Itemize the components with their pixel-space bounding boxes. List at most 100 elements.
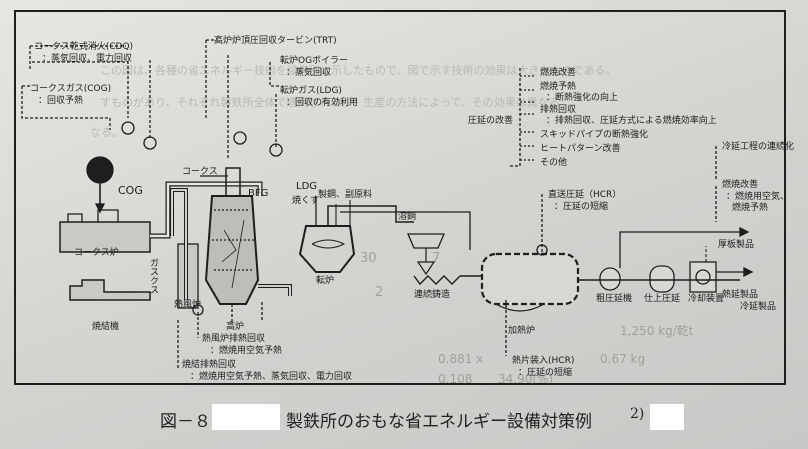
hcr-bottom-sub-label: ：圧延の短縮: [518, 368, 573, 378]
cog-recovery-sub-label: ：回収予熱: [38, 96, 84, 106]
ldg-gas-sub-label: ：回収の有効利用: [286, 98, 359, 108]
rm-7-label: ヒートパターン改善: [540, 144, 621, 154]
trt-label: 高炉炉頂圧回収タービン(TRT): [214, 36, 337, 46]
rm-5-label: ：排熱回収、圧延方式による燃焼効率向上: [546, 116, 717, 126]
plate-product-label: 厚板製品: [718, 240, 755, 250]
finishing-mill-shape: [649, 265, 675, 293]
quicklime-line: [335, 200, 351, 226]
finishing-mill-label: 仕上圧延: [644, 294, 681, 304]
bg-num-6: 0.67 kg: [600, 352, 646, 366]
bg-text-3: なる。: [90, 126, 123, 139]
cdq-sub-label: ：蒸気回収、電力回収: [42, 54, 133, 64]
ladle-shape: [407, 233, 445, 249]
hcr-bottom-label: 熱片装入(HCR): [512, 356, 575, 366]
cdq-node: [121, 121, 135, 135]
blast-furnace-label: 高炉: [226, 322, 245, 332]
rolling-measures-label: 圧延の改善: [468, 116, 514, 126]
bg-text-2: すものがあり、それぞれ製鉄所全体で適用されるが、生産の方法によって、その効果は異…: [100, 96, 560, 109]
coke-label: コークス: [182, 167, 218, 177]
coal-hopper-icon: [86, 156, 114, 184]
coke-oven-label: コークス炉: [74, 248, 119, 258]
hcr-node: [536, 244, 548, 256]
ldg-boiler-sub-label: ：蒸気回収: [286, 68, 332, 78]
molten-steel-line: [340, 211, 471, 250]
rm-8-label: その他: [540, 158, 568, 168]
rolling-bracket: [508, 68, 521, 167]
diagram-frame: [14, 10, 786, 385]
rm-6-label: スキッドパイプの断熱強化: [540, 130, 649, 140]
continuous-casting-label: 連続鋳造: [414, 290, 451, 300]
rough-mill-label: 粗圧延機: [596, 294, 633, 304]
right-top-label: 冷延工程の連続化: [722, 142, 795, 152]
caption-blank-box: [212, 404, 280, 430]
cdq-leader: [32, 61, 129, 118]
steelmaking-label: 製鋼、副原料: [318, 190, 373, 200]
coke-oven-shape: [59, 221, 151, 253]
sinter-machine-shape: [69, 279, 151, 301]
cog-node: [143, 136, 157, 150]
strip-product-label: 熱延製品: [722, 290, 759, 300]
reheating-furnace-label: 加熱炉: [508, 326, 536, 336]
blast-furnace-shape: [204, 195, 260, 305]
bg-num-2: 7: [432, 251, 441, 266]
figure-number: 図－８: [160, 412, 211, 432]
bfg-out-pipe: [258, 284, 292, 296]
ldg-boiler-leader: [269, 62, 280, 148]
figure-title: 製鉄所のおもな省エネルギー設備対策例: [286, 412, 592, 432]
bg-text-1: この図は、各種の省エネルギー技術を設備別に示したもので、図で示す技術の効果は大き…: [100, 64, 617, 77]
raw-material-label: ガスクス: [148, 258, 158, 294]
cog-label: COG: [118, 184, 143, 197]
hot-stove-node: [192, 304, 204, 316]
ldg-node: [269, 143, 283, 157]
ldg-gas-label: 転炉ガス(LDG): [280, 86, 342, 96]
cog-callout: [21, 85, 110, 119]
trt-leader: [205, 39, 218, 90]
converter-shape: [298, 225, 356, 273]
rm-2-label: 燃焼予熱: [540, 82, 577, 92]
rm-4-label: 排熱回収: [540, 105, 577, 115]
caster-zigzag: [413, 275, 461, 286]
reference-blank-box: [650, 404, 684, 430]
bg-num-7: 0.108: [438, 372, 473, 386]
bg-num-3: 2: [375, 285, 384, 300]
ldg-label: LDG: [296, 181, 318, 192]
bg-num-4: 1,250 kg/乾t: [620, 324, 694, 338]
quicklime-label: 焼くす: [292, 196, 320, 206]
bg-num-5: 0.881 x: [438, 352, 484, 366]
bfg-label: BFG: [248, 188, 269, 199]
bf-top-pipe: [225, 167, 241, 196]
hcr-top-sub-label: ：圧延の短縮: [554, 202, 609, 212]
cooling-shape: [689, 261, 717, 293]
sinter-recovery-sub-label: ：燃焼用空気予熱、蒸気回収、電力回収: [190, 372, 353, 382]
reheating-furnace-shape: [480, 252, 580, 306]
converter-label: 転炉: [316, 276, 335, 286]
hot-stove-label: 熱風炉: [174, 300, 202, 310]
hot-stove-recovery-sub-label: ：燃焼用空気予熱: [210, 346, 283, 356]
bg-num-8: 34.90(%): [498, 372, 554, 386]
right-mid-sub2-label: 燃焼予熱: [732, 203, 769, 213]
sinter-machine-label: 焼結機: [92, 322, 120, 332]
plate-product-line: [619, 231, 740, 268]
trt-node: [233, 131, 247, 145]
rough-mill-shape: [599, 267, 621, 291]
ldg-boiler-label: 転炉OGボイラー: [280, 56, 349, 66]
cog-leader: [109, 60, 151, 140]
molten-steel-label: 溶鋼: [398, 212, 417, 222]
cdq-callout: [29, 45, 126, 70]
ldg-pipe: [327, 205, 414, 226]
hot-stove-recovery-label: 熱風炉排熱回収: [202, 334, 266, 344]
bg-num-1: 30: [360, 251, 377, 266]
right-mid-label: 燃焼改善: [722, 180, 759, 190]
right-mid-sub1-label: ：燃焼用空気、: [726, 192, 790, 202]
sinter-recovery-label: 焼結排熱回収: [182, 360, 237, 370]
cog-recovery-label: コークスガス(COG): [30, 84, 112, 94]
cooling-label: 冷却装置: [688, 294, 725, 304]
figure-reference: 2): [630, 406, 645, 422]
rm-1-label: 燃焼改善: [540, 68, 577, 78]
cdq-label: コークス乾式消火(CDQ): [34, 42, 134, 52]
rm-3-label: ：断熱強化の向上: [546, 93, 619, 103]
hcr-top-label: 直送圧延（HCR）: [548, 190, 622, 200]
cold-product-label: 冷延製品: [740, 302, 777, 312]
